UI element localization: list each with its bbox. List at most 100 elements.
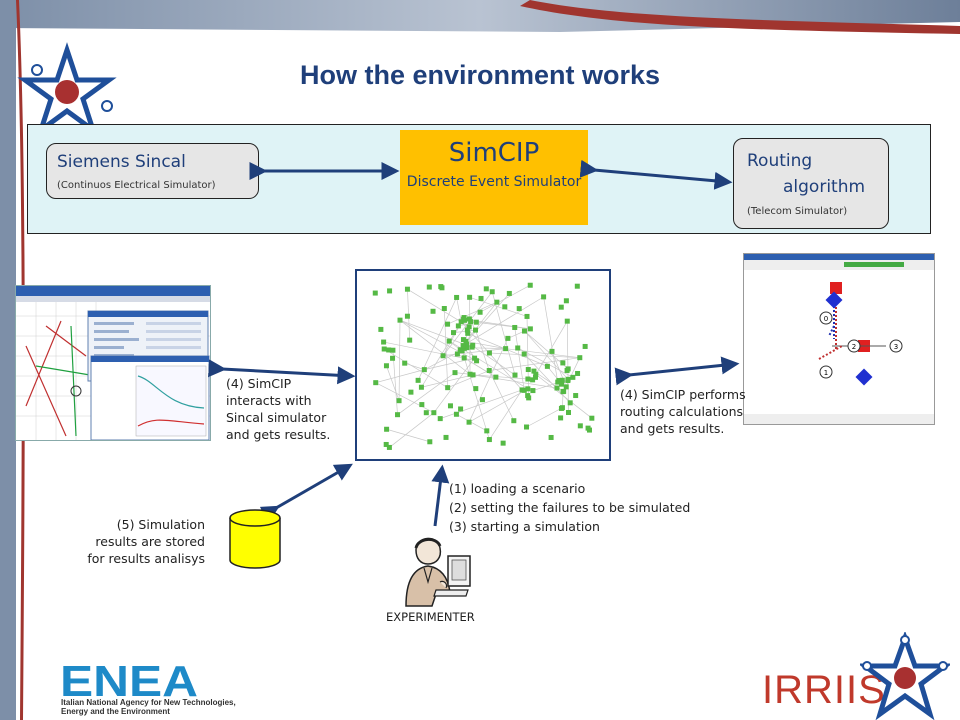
network-node (451, 330, 457, 336)
network-node (381, 346, 387, 352)
network-node (466, 324, 472, 330)
network-node (525, 367, 531, 373)
network-node (467, 294, 473, 300)
network-node (548, 434, 554, 440)
network-link (417, 297, 457, 381)
network-link (524, 330, 569, 380)
network-node (556, 378, 562, 384)
network-node (486, 368, 492, 374)
network-link (489, 389, 523, 440)
network-node (479, 397, 485, 403)
network-node (446, 338, 452, 344)
network-node (427, 439, 433, 445)
simcip-desc: Discrete Event Simulator (406, 174, 582, 190)
network-node (477, 309, 483, 315)
network-node (478, 295, 484, 301)
note-line: and gets results. (620, 421, 725, 436)
network-node (423, 410, 429, 416)
network-node (577, 423, 583, 429)
top-red-stripe (520, 0, 960, 34)
note-storage: (5) Simulation results are stored for re… (60, 516, 205, 567)
svg-text:2: 2 (852, 343, 856, 351)
sincal-screenshot-image (16, 286, 210, 440)
network-node (516, 306, 522, 312)
network-node (515, 345, 521, 351)
network-node (544, 363, 550, 369)
network-node (573, 393, 579, 399)
network-node (575, 370, 581, 376)
routing-node-2: 2 (847, 339, 861, 353)
network-node (386, 444, 392, 450)
network-node (511, 418, 517, 424)
note-line: (5) Simulation (116, 517, 205, 532)
experimenter-label: EXPERIMENTER (386, 610, 475, 624)
network-node (577, 355, 583, 361)
network-node (440, 353, 446, 359)
network-graph (355, 269, 611, 461)
network-link (462, 296, 544, 346)
star-logo-bottom-icon (860, 632, 950, 720)
network-node (383, 441, 389, 447)
network-link (463, 318, 531, 330)
network-node (519, 387, 525, 393)
network-node (472, 355, 478, 361)
network-node (560, 389, 566, 395)
network-node (378, 326, 384, 332)
network-link (454, 372, 471, 375)
network-link (386, 428, 430, 443)
network-node (415, 377, 421, 383)
network-node (455, 323, 461, 329)
routing-node-0: 0 (819, 311, 833, 325)
network-node (525, 393, 531, 399)
routing-name-line1: Routing (747, 151, 813, 171)
network-node (397, 317, 403, 323)
network-link (421, 317, 465, 388)
network-node (502, 304, 508, 310)
note-sincal-interaction: (4) SimCIP interacts with Sincal simulat… (226, 375, 330, 443)
step-1: (1) loading a scenario (449, 481, 586, 496)
note-line: results are stored (95, 534, 205, 549)
sincal-screenshot (15, 285, 211, 441)
network-node (473, 319, 479, 325)
note-line: for results analisys (87, 551, 205, 566)
network-node (559, 381, 565, 387)
note-line: routing calculations (620, 404, 744, 419)
network-node (460, 343, 466, 349)
network-link (468, 388, 529, 423)
network-node (381, 339, 387, 345)
network-link (443, 308, 449, 388)
network-link (461, 350, 490, 440)
network-node (461, 355, 467, 361)
routing-node-3: 3 (889, 339, 903, 353)
network-node (464, 341, 470, 347)
network-node (558, 415, 564, 421)
network-node (372, 290, 378, 296)
routing-screenshot-image: 0 1 2 3 (744, 254, 934, 424)
network-node (470, 342, 476, 348)
network-link (386, 365, 400, 401)
network-link (440, 389, 523, 419)
network-link (543, 296, 559, 383)
network-node (531, 368, 537, 374)
network-node (500, 440, 506, 446)
network-node (525, 376, 531, 382)
network-node (560, 360, 566, 366)
network-link (456, 297, 462, 322)
network-link (457, 348, 506, 355)
network-node (512, 372, 518, 378)
network-link (456, 413, 487, 432)
sincal-desc: (Continuos Electrical Simulator) (57, 180, 216, 191)
network-link (447, 370, 490, 388)
network-link (399, 319, 473, 348)
network-node (564, 318, 570, 324)
note-experiment-steps: (1) loading a scenario (2) setting the f… (449, 479, 690, 536)
network-node (468, 319, 474, 325)
network-node (506, 290, 512, 296)
step-3: (3) starting a simulation (449, 519, 600, 534)
network-link (460, 321, 523, 391)
network-node (570, 374, 576, 380)
network-link (398, 320, 401, 401)
network-node (396, 398, 402, 404)
network-node (404, 286, 410, 292)
note-line: and gets results. (226, 427, 331, 442)
